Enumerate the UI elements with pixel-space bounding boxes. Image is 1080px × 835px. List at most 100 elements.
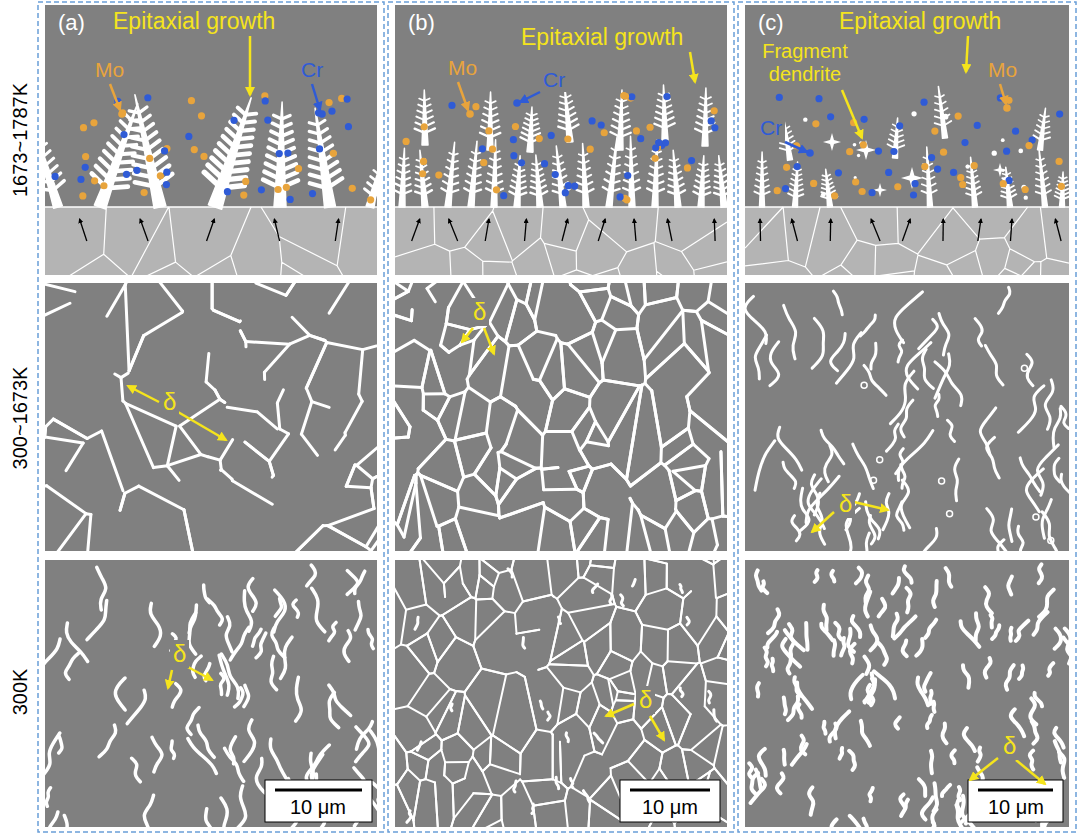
delta-phase <box>570 508 584 521</box>
delta-phase <box>443 597 472 615</box>
growth-arrow <box>412 219 420 241</box>
delta-phase <box>610 768 612 775</box>
delta-phase <box>690 411 727 443</box>
delta-phase <box>641 625 642 652</box>
dendrite-trunk <box>315 108 335 208</box>
delta-phase <box>522 779 553 781</box>
delta-phase <box>698 646 700 663</box>
delta-phase <box>439 519 456 526</box>
growth-arrow <box>634 219 636 241</box>
cr-atom <box>510 136 517 143</box>
fragment-particle <box>1001 169 1004 172</box>
delta-phase <box>590 565 614 568</box>
delta-phase <box>227 407 257 412</box>
delta-phase <box>490 764 520 774</box>
delta-phase <box>516 406 518 410</box>
delta-phase <box>713 565 716 598</box>
delta-phase <box>715 598 717 616</box>
cr-atom <box>120 131 127 138</box>
delta-phase <box>417 742 421 750</box>
delta-phase <box>694 518 708 532</box>
delta-phase <box>500 503 543 518</box>
delta-phase <box>277 403 279 429</box>
delta-phase <box>597 651 611 674</box>
delta-phase <box>552 595 554 597</box>
delta-phase <box>637 329 644 360</box>
delta-phase <box>422 394 425 410</box>
substrate-grains <box>45 207 377 275</box>
delta-phase <box>474 474 495 496</box>
delta-phase <box>490 322 498 336</box>
dendrite-trunk <box>527 107 533 152</box>
delta-phase <box>346 486 371 487</box>
delta-phase <box>678 714 691 745</box>
delta-phase <box>419 560 427 605</box>
delta-phase <box>630 463 660 486</box>
delta-phase <box>436 691 457 733</box>
delta-phase <box>523 638 525 649</box>
delta-phase <box>436 734 442 740</box>
delta-phase <box>500 397 515 407</box>
delta-phase <box>701 466 705 492</box>
delta-phase <box>428 750 441 761</box>
delta-phase <box>46 788 50 807</box>
delta-phase <box>545 507 570 521</box>
dendrite <box>714 156 727 208</box>
cr-atom <box>875 147 882 154</box>
delta-phase <box>438 420 446 439</box>
delta-phase <box>413 820 416 827</box>
delta-phase <box>680 585 683 593</box>
delta-phase <box>408 674 430 707</box>
delta-phase <box>592 682 600 704</box>
delta-phase <box>568 787 571 789</box>
delta-phase <box>784 698 786 715</box>
delta-phase <box>508 569 512 577</box>
growth-arrow <box>207 219 215 241</box>
delta-phase <box>1009 509 1012 541</box>
delta-phase <box>985 345 1003 385</box>
delta-phase <box>535 283 547 320</box>
dendrite <box>415 90 435 145</box>
delta-phase <box>435 782 439 827</box>
delta-phase <box>269 461 273 475</box>
delta-phase <box>871 343 876 369</box>
delta-phase <box>690 411 727 443</box>
delta-phase <box>475 599 476 640</box>
grain-boundaries <box>45 207 365 275</box>
delta-phase <box>490 397 500 402</box>
delta-phase <box>244 720 255 762</box>
delta-phase <box>631 306 638 314</box>
cr-atom <box>185 133 192 140</box>
delta-phase <box>579 292 595 322</box>
delta-phase <box>691 725 721 750</box>
delta-phase <box>718 632 727 657</box>
mo-atom <box>860 141 867 148</box>
delta-phase <box>745 296 766 343</box>
delta-phase <box>450 689 456 691</box>
mo-atom <box>959 181 966 188</box>
mo-atom <box>1055 158 1062 165</box>
delta-phase <box>584 623 610 642</box>
delta-phase <box>407 633 428 645</box>
delta-phase <box>545 430 571 433</box>
delta-phase <box>395 437 408 439</box>
delta-phase <box>663 661 668 666</box>
delta-phase <box>545 430 571 433</box>
delta-phase <box>408 769 420 781</box>
delta-phase <box>245 442 269 461</box>
delta-phase <box>569 466 589 471</box>
delta-phase <box>125 403 153 467</box>
delta-phase <box>608 283 613 288</box>
delta-phase <box>401 610 406 645</box>
cr-atom <box>284 149 291 156</box>
delta-phase <box>1018 526 1027 551</box>
delta-phase <box>593 464 612 469</box>
delta-phase <box>864 365 886 395</box>
delta-phase <box>641 515 666 529</box>
panel-frame <box>388 2 734 832</box>
delta-phase <box>466 795 492 827</box>
delta-phase <box>307 565 316 586</box>
delta-phase <box>541 435 542 468</box>
delta-phase <box>395 315 411 321</box>
delta-phase <box>458 477 464 491</box>
